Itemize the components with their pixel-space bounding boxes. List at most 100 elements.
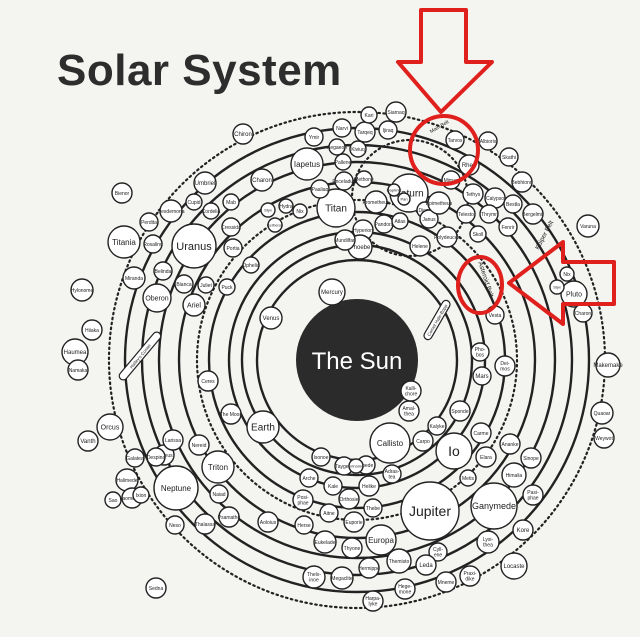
- body-kalli-chore: Kalli-chore: [400, 380, 422, 402]
- body-varuna: Varuna: [576, 214, 600, 238]
- body-label: Cordelia: [202, 209, 221, 215]
- body-label: Charon: [575, 311, 592, 317]
- body-iapetus: Iapetus: [290, 147, 324, 181]
- body-circle: [171, 223, 217, 269]
- body-polydeuces: Polydeuces: [434, 226, 460, 248]
- body-psamathe: Psamathe: [218, 506, 240, 528]
- body-circle: [397, 192, 411, 206]
- body-label: Janus: [422, 217, 436, 223]
- body-circle: [462, 183, 484, 205]
- body-circle: [146, 447, 166, 467]
- body-circle: [232, 123, 254, 145]
- body-circle: [96, 413, 124, 441]
- body-label: Mimas: [444, 178, 459, 184]
- body-circle: [111, 182, 133, 204]
- body-label: Leda: [419, 563, 433, 569]
- body-circle: [470, 422, 492, 444]
- body-circle: [382, 464, 402, 484]
- body-circle: [328, 138, 346, 156]
- body-label: Varuna: [580, 224, 596, 230]
- body-circle: [360, 106, 378, 124]
- body-label: Desdemona: [158, 209, 185, 215]
- body-label: Skoll: [473, 232, 484, 238]
- body-bergelmir: Bergelmir: [522, 203, 544, 225]
- body-circle: [470, 342, 490, 362]
- body-label: Thelx-inoe: [307, 572, 321, 583]
- body-circle: [153, 261, 173, 281]
- body-nix: Nix: [559, 266, 575, 282]
- body-label: Calypso: [486, 196, 504, 202]
- body-bienor: Bienor: [111, 182, 133, 204]
- body-label: Sinope: [523, 456, 539, 462]
- body-circle: [145, 577, 167, 599]
- body-ananke: Ananke: [499, 433, 521, 455]
- body-label: Sedna: [149, 586, 164, 592]
- body-label: Mars: [475, 374, 488, 380]
- body-circle: [469, 225, 487, 243]
- body-label: Enceladus: [332, 179, 356, 185]
- body-label: Thalassa: [195, 522, 216, 528]
- body-europa: Europa: [365, 524, 397, 556]
- body-circle: [185, 193, 203, 211]
- body-circle: [122, 266, 146, 290]
- body-siarnaq: Siarnaq: [385, 101, 407, 123]
- body-circle: [316, 188, 356, 228]
- body-circle: [222, 193, 240, 211]
- body-circle: [560, 280, 588, 308]
- body-label: Titan: [325, 204, 347, 215]
- body-helene: Helene: [409, 235, 431, 257]
- body-circle: [364, 190, 388, 214]
- body-arche: Arche: [299, 468, 319, 488]
- body-label: Posi-phae: [297, 495, 309, 506]
- body-circle: [400, 380, 422, 402]
- body-label: Kari: [365, 113, 374, 119]
- body-circle: [348, 458, 364, 474]
- comet-hale-bopp-band: [423, 299, 451, 341]
- body-label: Harpa-lyke: [365, 596, 381, 607]
- body-orcus: Orcus: [96, 413, 124, 441]
- body-label: Styx: [553, 284, 561, 289]
- body-label: Sponde: [451, 409, 468, 415]
- body-thyone: Thyone: [341, 537, 363, 559]
- body-label-line: tea: [389, 474, 396, 480]
- body-circle: [302, 565, 326, 589]
- body-circle: [478, 131, 498, 151]
- body-sinope: Sinope: [520, 447, 542, 469]
- body-circle: [246, 410, 280, 444]
- body-label-line: Kalli-: [405, 386, 416, 392]
- body-label: Thrymr: [481, 212, 497, 218]
- body-label: Siarnaq: [387, 110, 404, 116]
- body-kiviuq: Kiviuq: [349, 140, 367, 158]
- body-label: Pandora: [375, 222, 394, 228]
- body-jupiter: Jupiter: [400, 481, 460, 541]
- halleys-comet-band: [118, 331, 162, 381]
- body-nix: Nix: [292, 203, 308, 219]
- body-circle: [428, 542, 448, 562]
- body-circle: [559, 266, 575, 282]
- body-makemake: Makemake: [593, 352, 623, 378]
- body-erinome: Erinome: [348, 458, 364, 474]
- body-mars: Mars: [472, 366, 492, 386]
- body-kalyke: Kalyke: [427, 416, 447, 436]
- body-label-line: thea: [483, 542, 493, 548]
- body-label: Nix: [563, 272, 571, 278]
- body-label: Titania: [112, 238, 136, 247]
- body-tarqeq: Tarqeq: [354, 121, 376, 143]
- body-label: Vesta: [489, 313, 502, 319]
- body-circle: [501, 462, 527, 488]
- body-label-line: inoe: [309, 577, 319, 583]
- body-praxi-dike: Praxi-dike: [459, 565, 481, 587]
- body-label-line: Harpa-: [365, 596, 381, 602]
- body-label: Epimetheus: [426, 201, 453, 207]
- body-fenrir: Fenrir: [498, 217, 518, 237]
- body-circle: [330, 566, 354, 590]
- body-label: Aoloius: [260, 520, 277, 526]
- highlight-circle-saturn: [408, 114, 480, 186]
- body-label: Kore: [517, 528, 530, 534]
- body-label: Ymir: [309, 135, 320, 141]
- body-circle: [349, 140, 367, 158]
- body-label: Styx: [264, 207, 272, 212]
- body-puck: Puck: [218, 278, 236, 296]
- body-circle: [201, 450, 235, 484]
- body-label: Pallene: [335, 160, 352, 166]
